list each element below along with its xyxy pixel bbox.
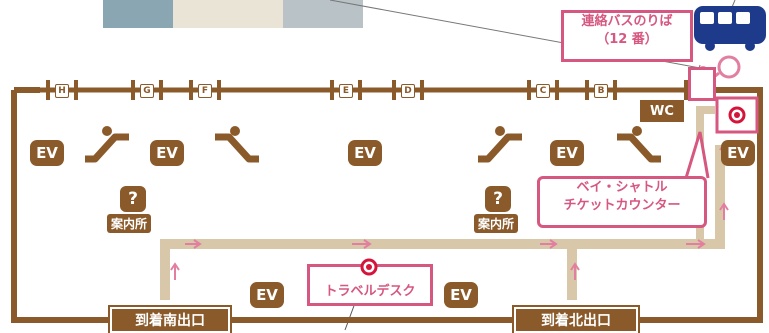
arrow-right bbox=[540, 239, 558, 249]
bus-stop-number: （12 番） bbox=[596, 32, 658, 47]
info-desk-label: 案内所 bbox=[474, 214, 519, 233]
arrow-right bbox=[686, 239, 706, 249]
shuttle-counter-line1: ベイ・シャトル bbox=[576, 180, 668, 195]
travel-desk-label: トラベルデスク bbox=[324, 284, 416, 299]
arrow-up bbox=[719, 202, 729, 220]
direction-arrows bbox=[170, 142, 729, 280]
arrow-right bbox=[185, 239, 202, 249]
escalator-up-icon bbox=[478, 126, 522, 163]
location-marker-icon bbox=[728, 106, 746, 124]
building-wall bbox=[636, 87, 763, 323]
info-icon: ? bbox=[485, 186, 511, 212]
ev-badge: EV bbox=[444, 282, 478, 308]
info-icon: ? bbox=[120, 186, 146, 212]
gate-label-f: F bbox=[198, 84, 212, 98]
ev-badge: EV bbox=[721, 140, 755, 166]
location-marker-icon bbox=[360, 258, 378, 276]
terminal-photo bbox=[103, 0, 363, 28]
shuttle-counter-line2: チケットカウンター bbox=[563, 198, 681, 213]
shuttle-counter-callout: ベイ・シャトル チケットカウンター bbox=[537, 176, 707, 228]
gate-label-e: E bbox=[339, 84, 353, 98]
ev-badge: EV bbox=[250, 282, 284, 308]
arrow-up bbox=[570, 262, 580, 280]
restroom-sign: WC bbox=[640, 100, 684, 122]
gate-ticks bbox=[46, 80, 688, 100]
arrow-right bbox=[352, 239, 372, 249]
info-desk-label: 案内所 bbox=[107, 214, 152, 233]
walkway bbox=[160, 145, 725, 300]
south-exit-label: 到着南出口 bbox=[108, 305, 232, 333]
building-wall bbox=[11, 90, 108, 323]
north-exit-label: 到着北出口 bbox=[512, 305, 640, 333]
gate-label-h: H bbox=[55, 84, 69, 98]
photo-region bbox=[103, 0, 173, 28]
ev-badge: EV bbox=[348, 140, 382, 166]
gate-label-b: B bbox=[594, 84, 608, 98]
bus-icon bbox=[694, 6, 766, 51]
gate-a-highlight bbox=[688, 67, 716, 101]
photo-region bbox=[283, 0, 363, 28]
gate-label-d: D bbox=[401, 84, 415, 98]
arrow-up bbox=[170, 262, 180, 280]
escalator-down-icon bbox=[215, 126, 259, 163]
ev-badge: EV bbox=[550, 140, 584, 166]
callout-pointer bbox=[684, 131, 710, 179]
gate-label-c: C bbox=[536, 84, 550, 98]
bus-stop-name: 連絡バスのりば bbox=[581, 14, 673, 29]
ev-badge: EV bbox=[150, 140, 184, 166]
escalator-up-icon bbox=[85, 126, 129, 163]
bus-stop-callout: 連絡バスのりば （12 番） bbox=[561, 10, 693, 62]
gate-label-g: G bbox=[140, 84, 154, 98]
ev-badge: EV bbox=[30, 140, 64, 166]
escalator-down-icon bbox=[617, 126, 661, 163]
photo-region bbox=[173, 0, 283, 28]
